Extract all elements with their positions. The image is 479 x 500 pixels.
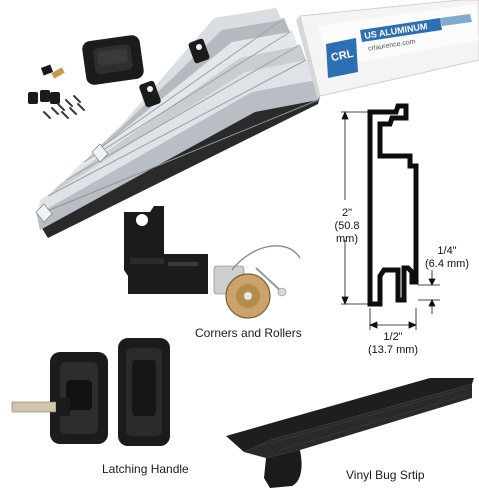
screws <box>43 95 85 119</box>
dimension-lines <box>341 110 440 330</box>
caption-latching-handle: Latching Handle <box>102 462 189 476</box>
frame-profile-section <box>367 103 419 307</box>
profile-width-mm: (13.7 mm) <box>367 344 419 356</box>
extrusion-clip-lower <box>139 80 161 108</box>
corner-roller-assembly <box>124 206 301 319</box>
profile-height-mm: (50.8 mm) <box>334 220 360 245</box>
pull-handle-small <box>82 35 144 85</box>
vinyl-bug-strip <box>226 378 474 488</box>
crl-logo-block <box>326 38 358 78</box>
caption-corners-rollers: Corners and Rollers <box>195 326 302 340</box>
profile-lip-inch: 1/4" <box>437 245 457 257</box>
brand-stripe <box>360 18 442 42</box>
latching-handle <box>11 338 170 446</box>
profile-width-inch: 1/2" <box>383 331 403 343</box>
caption-vinyl-bug-strip: Vinyl Bug Srtip <box>346 468 425 482</box>
aluminum-frame-extrusions <box>35 8 320 238</box>
profile-lip-label: 1/4" (6.4 mm) <box>420 245 474 271</box>
profile-height-inch: 2" <box>341 207 353 219</box>
profile-height-label: 2" (50.8 mm) <box>322 207 372 246</box>
extrusion-clip-upper <box>188 38 210 64</box>
profile-lip-mm: (6.4 mm) <box>425 258 469 270</box>
profile-width-label: 1/2" (13.7 mm) <box>360 331 426 357</box>
packaging-box <box>296 0 479 100</box>
hardware-small-parts <box>28 64 65 104</box>
